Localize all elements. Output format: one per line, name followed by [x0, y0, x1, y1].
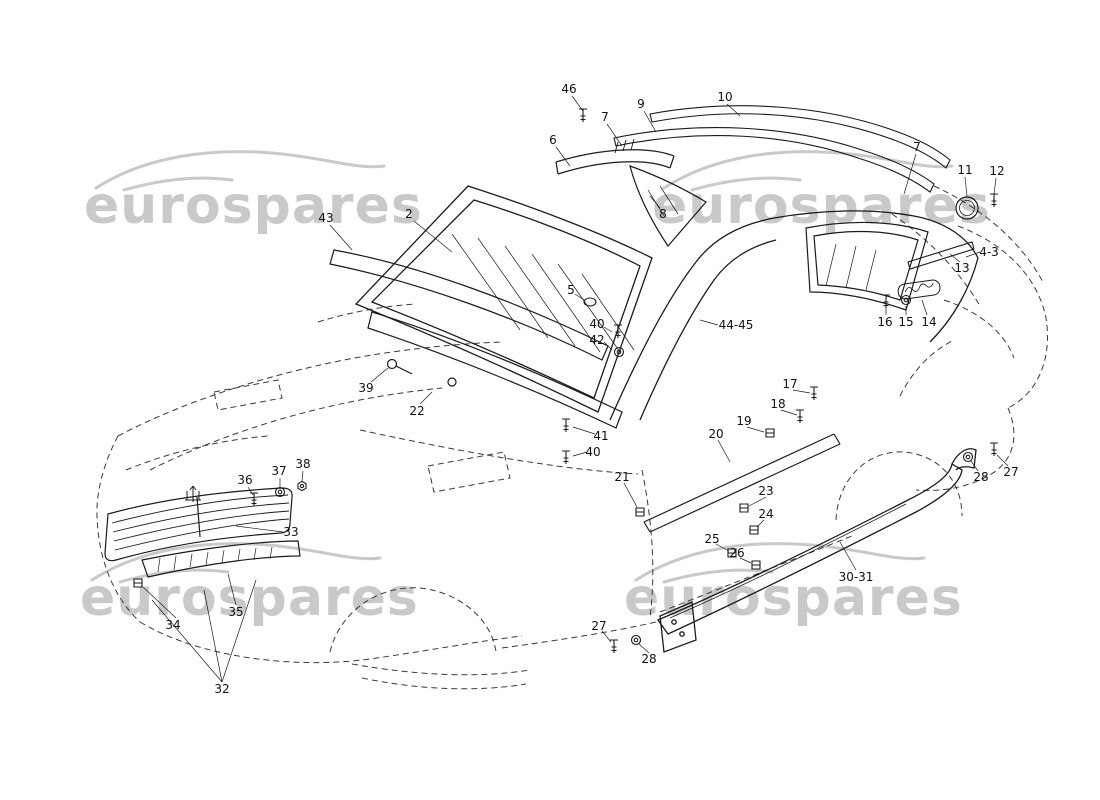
clip-icon-part24 — [749, 525, 759, 535]
body-phantom-outline — [96, 185, 1048, 690]
side-emblem-part11 — [955, 196, 979, 220]
windscreen-reflection-hatching — [451, 233, 635, 353]
windscreen-assembly — [354, 185, 653, 413]
grille-center-divider — [196, 496, 201, 538]
rear-quarter-glass-part7 — [805, 221, 929, 311]
eurospares-watermark: eurospares — [652, 146, 991, 232]
watermark-text: eurospares — [652, 176, 991, 236]
clip-icon-part5 — [583, 297, 597, 307]
eurospares-watermark: eurospares — [84, 146, 423, 232]
lower-grille-ticks — [157, 546, 273, 573]
clip-icon-part21 — [635, 507, 645, 517]
wiper-spindle — [447, 377, 457, 387]
front-grille-assembly-part32 — [104, 485, 301, 578]
grille-frame — [104, 487, 293, 562]
pillar-tick-marks — [614, 138, 635, 154]
nut-icon-part38 — [297, 480, 307, 492]
script-badge-part14 — [897, 279, 941, 300]
wiper-spindle-part39 — [386, 358, 413, 375]
clip-icon-part34 — [133, 578, 143, 588]
sail-panel-parts44-45 — [609, 210, 979, 421]
washer-icon-part28 — [962, 451, 974, 463]
screw-icon-part40 — [561, 450, 571, 465]
screw-icon-part27 — [989, 442, 999, 457]
screw-icon-part12 — [989, 193, 999, 208]
eurospares-watermark: eurospares — [624, 538, 963, 624]
rocker-moulding-parts30-31 — [657, 448, 977, 653]
screw-icon-part41 — [561, 418, 571, 433]
clip-icon-part25 — [727, 548, 737, 558]
leader-lines — [142, 95, 1009, 683]
windscreen-glass — [370, 199, 641, 399]
screw-icon-part36 — [249, 492, 259, 507]
roof-drip-moulding-part9 — [613, 127, 935, 193]
rocker-end-bracket — [659, 601, 697, 653]
watermark-text: eurospares — [624, 568, 963, 628]
screw-icon-part17 — [809, 386, 819, 401]
watermark-text: eurospares — [80, 568, 419, 628]
watermark-swoosh-icon — [94, 150, 386, 192]
eurospares-watermark: eurospares — [80, 538, 419, 624]
washer-icon-part28 — [630, 634, 642, 646]
cowl-finisher-part43 — [329, 249, 609, 361]
clip-icon-part26 — [751, 560, 761, 570]
watermark-text: eurospares — [84, 176, 423, 236]
side-strip-part13 — [907, 241, 975, 270]
quarter-window-part8 — [629, 165, 707, 247]
lower-grille-part35 — [141, 540, 301, 578]
watermark-swoosh-icon — [662, 150, 954, 192]
fastener-icons — [133, 108, 999, 654]
clip-icon-part19 — [765, 428, 775, 438]
screw-icon-part27 — [609, 639, 619, 654]
header-rail-part6 — [555, 138, 675, 175]
windscreen-moulding — [354, 185, 653, 413]
roof-drip-moulding-part10 — [649, 105, 951, 169]
trident-emblem-part33 — [185, 485, 201, 502]
watermark-swoosh-icon — [634, 542, 926, 584]
grille-slats — [111, 494, 290, 551]
sill-trim-strip-part20 — [643, 433, 841, 533]
screw-icon-part18 — [795, 409, 805, 424]
clip-icon-part23 — [739, 503, 749, 513]
lower-windscreen-trim-part22 — [367, 311, 623, 429]
